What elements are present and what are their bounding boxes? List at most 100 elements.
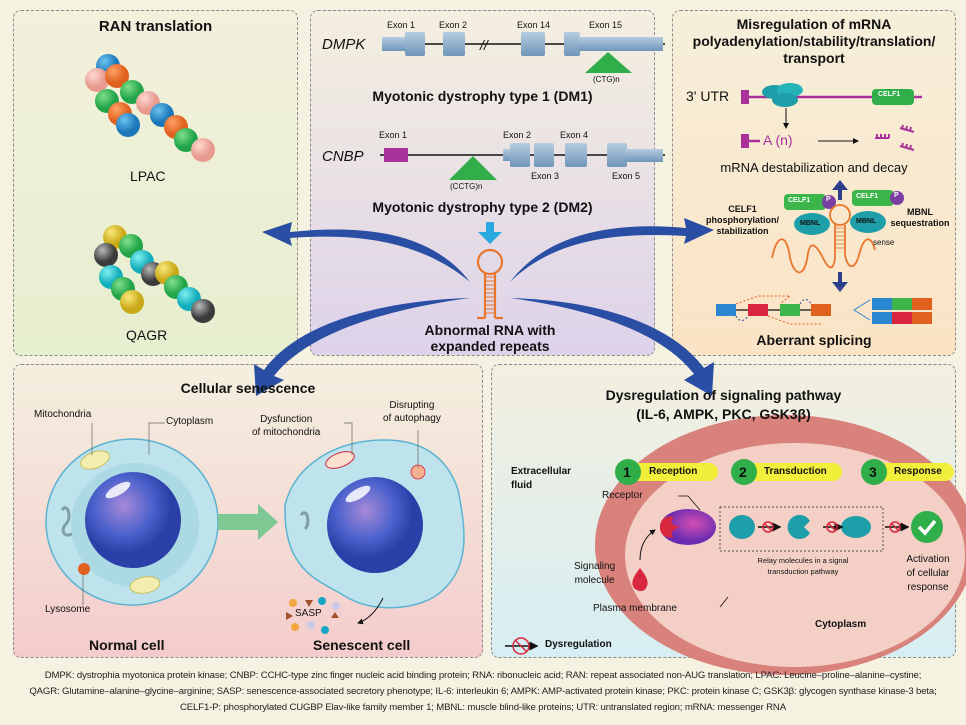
senescent-cell-illustration — [284, 439, 465, 634]
down-arrow-icon — [478, 222, 502, 244]
relay-molecule-1 — [729, 515, 755, 539]
mbnl-sequestration-text: MBNL sequestration — [882, 207, 958, 229]
cell-membrane-illustration — [595, 415, 966, 675]
mrna-title-line1: Misregulation of mRNA — [736, 16, 892, 32]
pathway-arrows — [254, 218, 714, 396]
footnote-line-2: QAGR: Glutamine–alanine–glycine–arginine… — [29, 686, 937, 697]
celf1-text-line3: stabilization — [716, 226, 769, 236]
senescent-cell-label: Senescent cell — [313, 637, 411, 653]
cnbp-exon-5: Exon 5 — [612, 171, 641, 181]
signaling-title: Dysregulation of signaling pathway (IL-6… — [491, 386, 956, 424]
ran-title: RAN translation — [98, 18, 213, 35]
dm2-title: Myotonic dystrophy type 2 (DM2) — [372, 199, 593, 215]
extracellular-line2: fluid — [511, 480, 533, 491]
footnote-line-3: CELF1-P: phosphorylated CUGBP Elav-like … — [180, 702, 786, 713]
qagr-peptide-beads — [94, 225, 215, 323]
mrna-title: Misregulation of mRNA polyadenylation/st… — [672, 16, 956, 67]
dmpk-exon-1: Exon 1 — [387, 20, 416, 30]
mbnl-right-label: MBNL — [856, 218, 877, 225]
relay-line1: Relay molecules in a signal — [757, 556, 849, 565]
decay-label: mRNA destabilization and decay — [720, 160, 908, 175]
ctg-repeat-marker — [585, 52, 632, 73]
dmpk-gene-diagram: // — [382, 32, 665, 73]
aberrant-splicing-diagram — [716, 295, 932, 325]
signaling-molecule-label: Signaling molecule — [574, 560, 615, 588]
lysosome-label: Lysosome — [45, 604, 91, 615]
celf1-text-line2: phosphorylation/ — [706, 215, 779, 225]
cnbp-exon-4: Exon 4 — [560, 130, 589, 140]
svg-text://: // — [479, 37, 490, 53]
step-3-number: 3 — [869, 464, 877, 480]
normal-cell-label: Normal cell — [89, 637, 165, 653]
down-arrow-icon-splicing — [832, 272, 848, 292]
utr-label: 3' UTR — [686, 88, 730, 104]
cnbp-gene-diagram — [380, 143, 665, 180]
sense-label: sense — [873, 238, 895, 247]
dysfunction-line1: Dysfunction — [260, 414, 313, 425]
receptor-icon — [660, 509, 716, 545]
celf1-phospho-right — [852, 190, 904, 206]
step-2-number: 2 — [739, 464, 747, 480]
hairpin-rna-icon — [476, 248, 504, 320]
signaling-title-line1: Dysregulation of signaling pathway — [605, 387, 842, 403]
cctg-repeat-marker — [449, 156, 497, 180]
mbnl-protein-right — [850, 211, 886, 233]
relay-line2: transduction pathway — [767, 567, 839, 576]
sasp-label: SASP — [295, 608, 322, 619]
celf1-left-label: CELF1 — [788, 197, 811, 204]
autophagy-label: Disrupting of autophagy — [383, 399, 441, 425]
qagr-label: QAGR — [126, 327, 168, 343]
autophagy-line2: of autophagy — [383, 413, 441, 424]
mrna-title-line2: polyadenylation/stability/translation/ — [692, 33, 936, 49]
mbnl-text-line2: sequestration — [890, 218, 950, 228]
plasma-membrane-label: Plasma membrane — [593, 603, 677, 614]
cnbp-exon-2: Exon 2 — [503, 130, 532, 140]
abnormal-rna-label: Abnormal RNA with expanded repeats — [310, 322, 670, 354]
step-1-number: 1 — [623, 464, 631, 480]
abnormal-rna-line2: expanded repeats — [430, 338, 550, 354]
activation-line1: Activation — [906, 554, 950, 565]
degraded-mrna-icon — [875, 124, 915, 151]
dmpk-exon-14: Exon 14 — [517, 20, 551, 30]
phospho-right: P — [894, 192, 899, 199]
autophagy-line1: Disrupting — [389, 400, 435, 411]
cytoplasm-signal-label: Cytoplasm — [815, 619, 867, 630]
activation-line3: response — [907, 582, 949, 593]
mitochondria-label: Mitochondria — [34, 409, 92, 420]
cctg-repeat-label: (CCTG)n — [450, 182, 483, 191]
normal-cell-illustration — [45, 438, 219, 606]
activation-label: Activation of cellular response — [896, 553, 960, 595]
mbnl-text-line1: MBNL — [907, 207, 933, 217]
dmpk-exon-2: Exon 2 — [439, 20, 468, 30]
step-1-label: Reception — [649, 466, 698, 477]
ctg-repeat-label: (CTG)n — [593, 75, 620, 84]
dysfunction-line2: of mitochondria — [252, 427, 321, 438]
sasp-particles — [286, 597, 340, 634]
celf1-phospho-left — [784, 194, 836, 210]
abbreviations-footnote: DMPK: dystrophia myotonica protein kinas… — [0, 668, 966, 716]
signaling-molecule-icon — [632, 568, 648, 591]
phospho-left: P — [826, 196, 831, 203]
up-arrow-icon — [832, 180, 848, 200]
relay-molecule-3 — [841, 516, 871, 538]
dm1-title: Myotonic dystrophy type 1 (DM1) — [372, 88, 593, 104]
checkmark-icon — [911, 511, 943, 543]
dysfunction-label: Dysfunction of mitochondria — [252, 413, 320, 439]
dmpk-gene-label: DMPK — [322, 36, 366, 53]
splicing-title: Aberrant splicing — [756, 332, 872, 348]
step-3-label: Response — [894, 466, 942, 477]
transition-arrow-icon — [218, 504, 278, 540]
celf1-text-line1: CELF1 — [728, 204, 757, 214]
step-badges — [615, 459, 954, 485]
mrna-title-line3: transport — [783, 50, 845, 66]
cytoplasm-label: Cytoplasm — [166, 416, 214, 427]
dmpk-exon-15: Exon 15 — [589, 20, 623, 30]
mbnl-protein-left — [794, 213, 830, 235]
relay-molecules-label: Relay molecules in a signal transduction… — [738, 555, 868, 577]
step-2-label: Transduction — [764, 466, 827, 477]
lpac-peptide-beads — [85, 54, 215, 162]
activation-line2: of cellular — [906, 568, 950, 579]
dysregulation-icons — [505, 521, 910, 655]
lpac-label: LPAC — [130, 168, 166, 184]
